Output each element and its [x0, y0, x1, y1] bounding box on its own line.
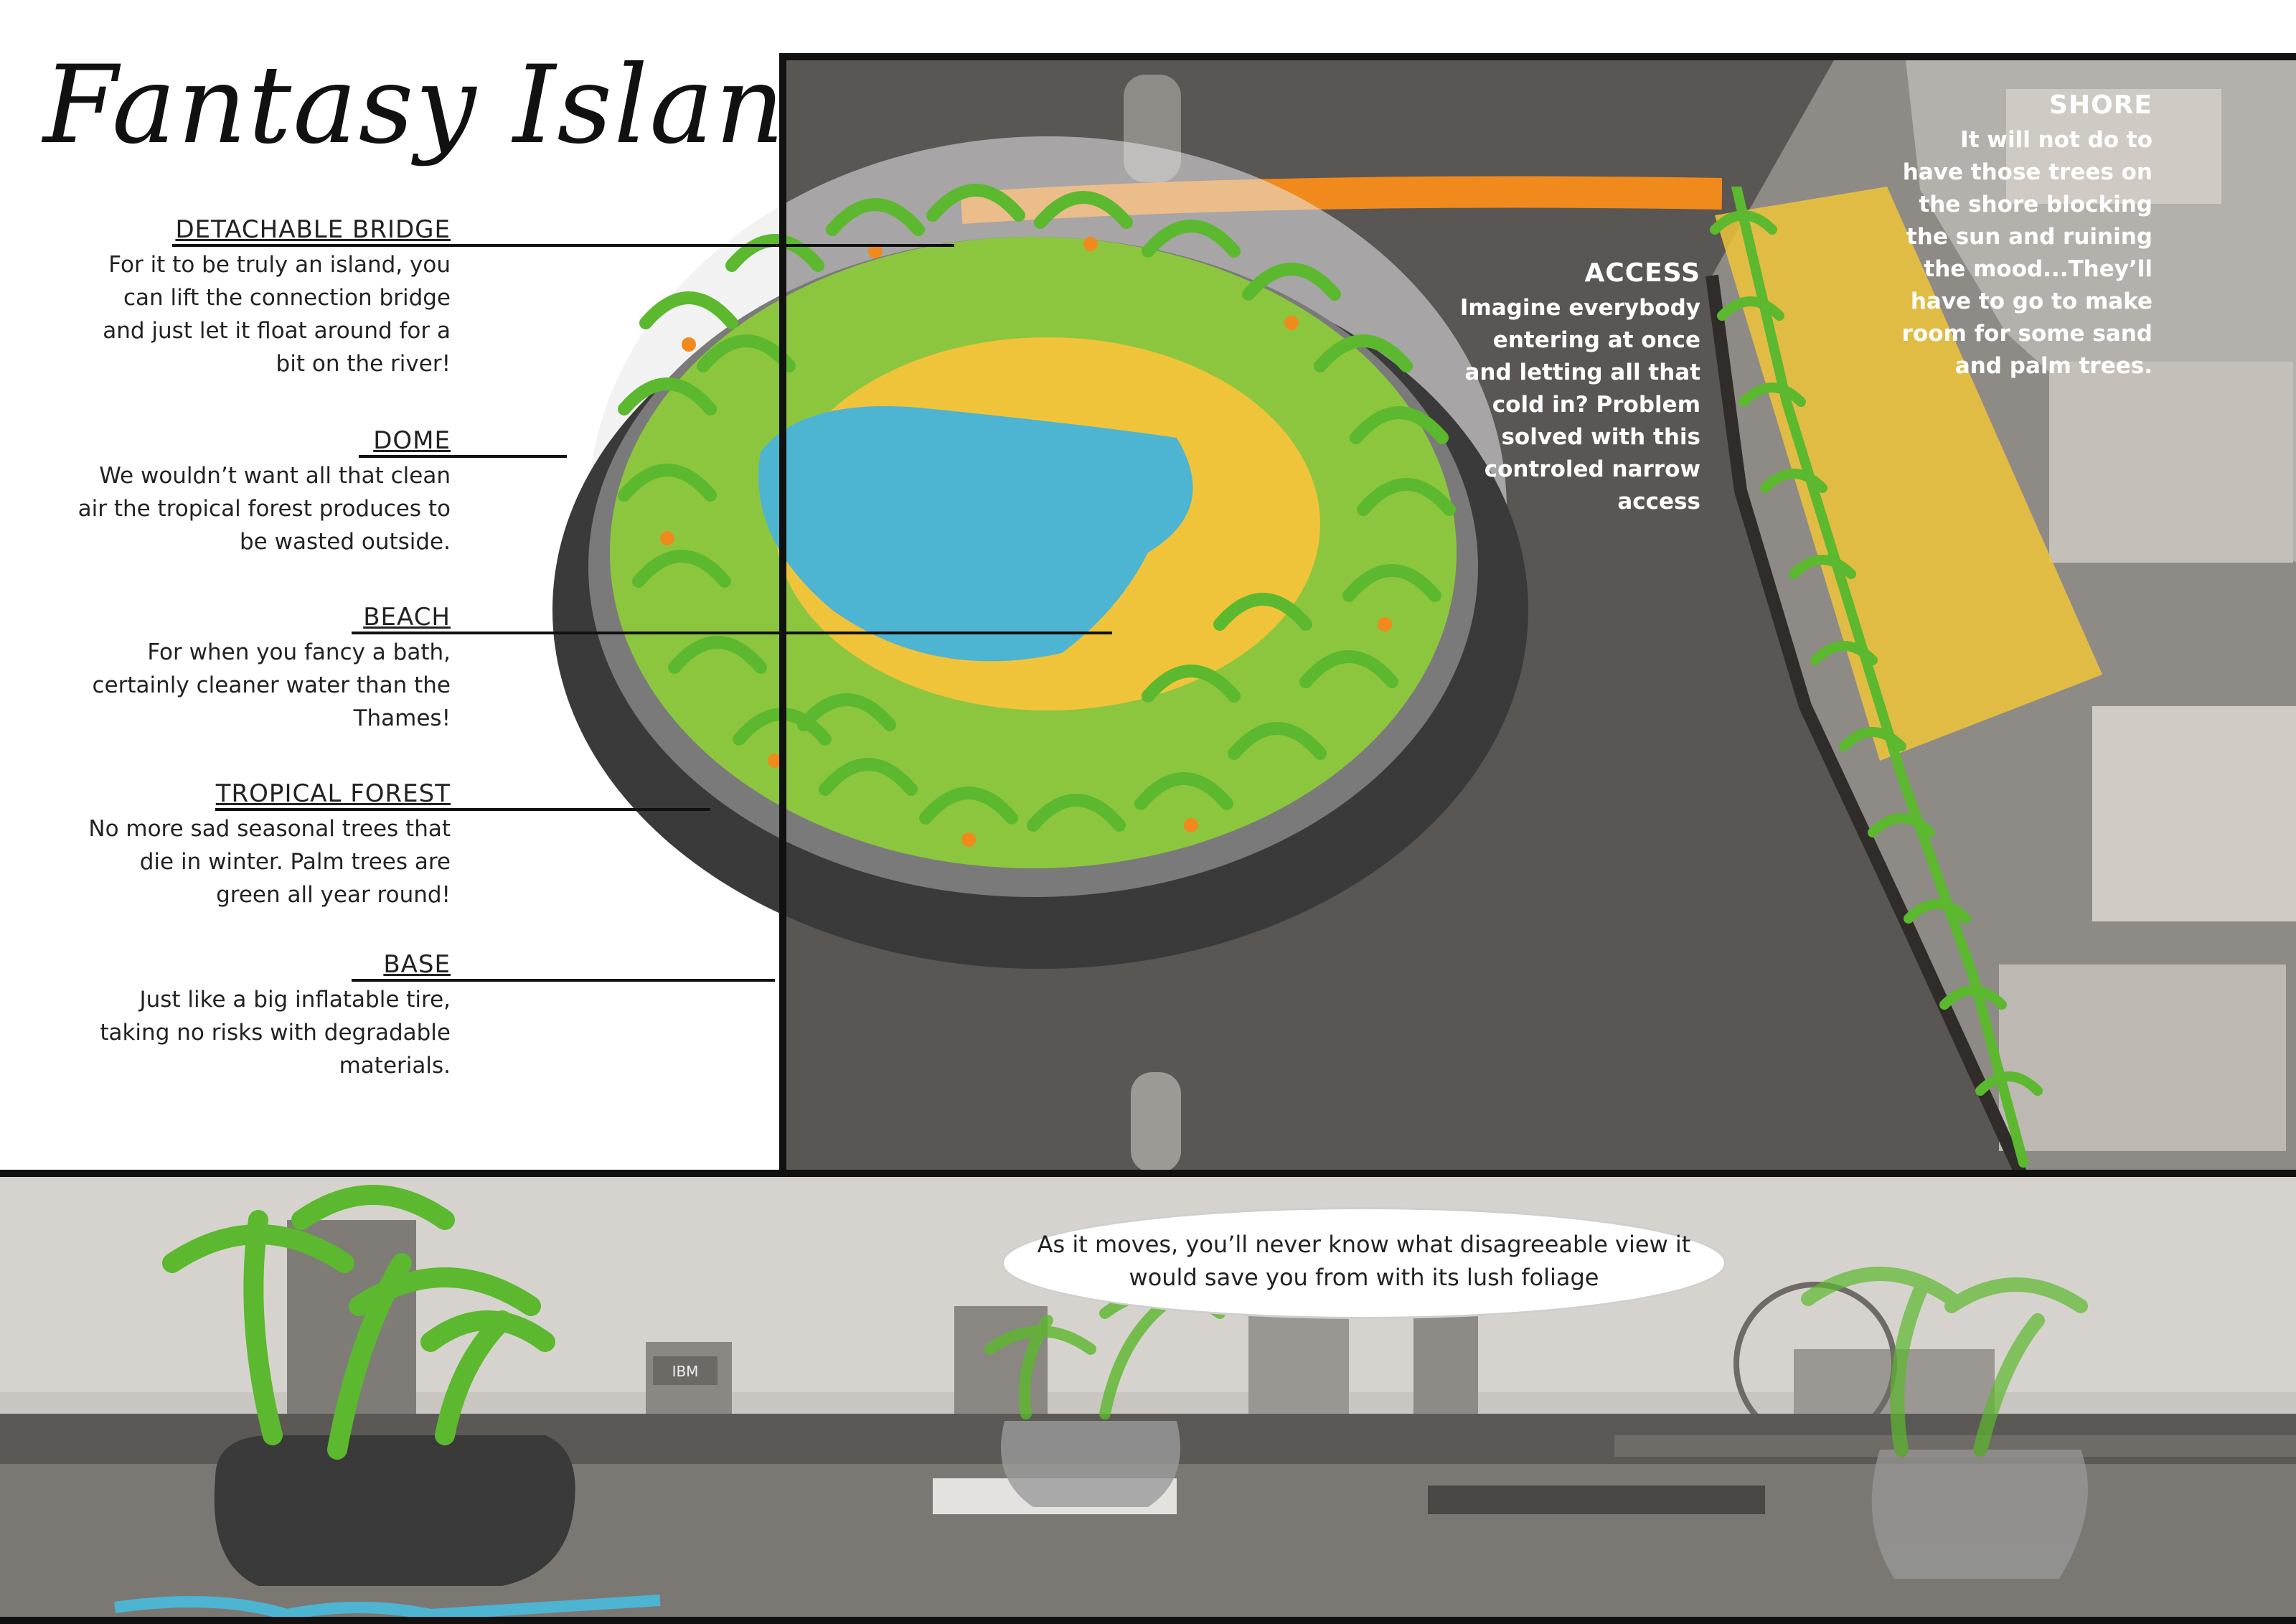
boat: [1131, 1072, 1181, 1173]
label-title: BASE: [383, 950, 451, 979]
island-lagoon: [758, 406, 1193, 662]
shore-palms: [1710, 187, 2043, 1168]
floating-island-left: [113, 1185, 661, 1617]
label-detachable-bridge: DETACHABLE BRIDGE For it to be truly an …: [77, 215, 451, 380]
access-annotation: ACCESS Imagine everybody entering at onc…: [1457, 258, 1700, 518]
label-title: TROPICAL FOREST: [215, 779, 451, 808]
speech-bubble: As it moves, you’ll never know what disa…: [1002, 1207, 1726, 1319]
label-body: We wouldn’t want all that clean air the …: [77, 463, 451, 555]
frame-left: [779, 53, 786, 1173]
access-body: Imagine everybody entering at once and l…: [1459, 295, 1700, 515]
leader-beach: [352, 632, 1112, 634]
ibm-sign: IBM: [672, 1363, 699, 1380]
forest-fruit: [660, 237, 1392, 847]
ibm-building: [653, 1356, 718, 1385]
shore-annotation: SHORE It will not do to have those trees…: [1901, 90, 2152, 382]
band-bottom-line: [0, 1617, 2296, 1624]
leader-bridge: [172, 244, 954, 247]
label-dome: DOME We wouldn’t want all that clean air…: [77, 426, 451, 558]
speech-bubble-text: As it moves, you’ll never know what disa…: [1037, 1231, 1691, 1291]
access-title: ACCESS: [1584, 258, 1700, 288]
label-tropical-forest: TROPICAL FOREST No more sad seasonal tre…: [77, 779, 451, 911]
label-body: For it to be truly an island, you can li…: [103, 252, 451, 377]
island-diagram: [552, 136, 1722, 969]
boat: [1428, 1485, 1765, 1514]
label-beach: BEACH For when you fancy a bath, certain…: [77, 603, 451, 735]
label-title: BEACH: [363, 603, 451, 632]
label-body: For when you fancy a bath, certainly cle…: [92, 639, 451, 731]
label-base: BASE Just like a big inflatable tire, ta…: [77, 950, 451, 1082]
leader-dome: [359, 455, 567, 458]
leader-base: [352, 979, 775, 982]
floating-island-right: [1801, 1267, 2088, 1579]
leader-forest: [215, 808, 710, 811]
band-top-line: [0, 1170, 2296, 1177]
page-title: Fantasy Island: [43, 43, 857, 168]
shore-body: It will not do to have those trees on th…: [1901, 127, 2152, 379]
shore-title: SHORE: [2049, 90, 2152, 120]
shore-strip: [1710, 187, 2102, 1168]
label-body: Just like a big inflatable tire, taking …: [100, 987, 451, 1079]
shore-sand: [1715, 187, 2102, 761]
label-title: DOME: [373, 426, 451, 455]
label-body: No more sad seasonal trees that die in w…: [88, 816, 451, 908]
frame-top: [779, 53, 2296, 60]
label-title: DETACHABLE BRIDGE: [175, 215, 451, 244]
